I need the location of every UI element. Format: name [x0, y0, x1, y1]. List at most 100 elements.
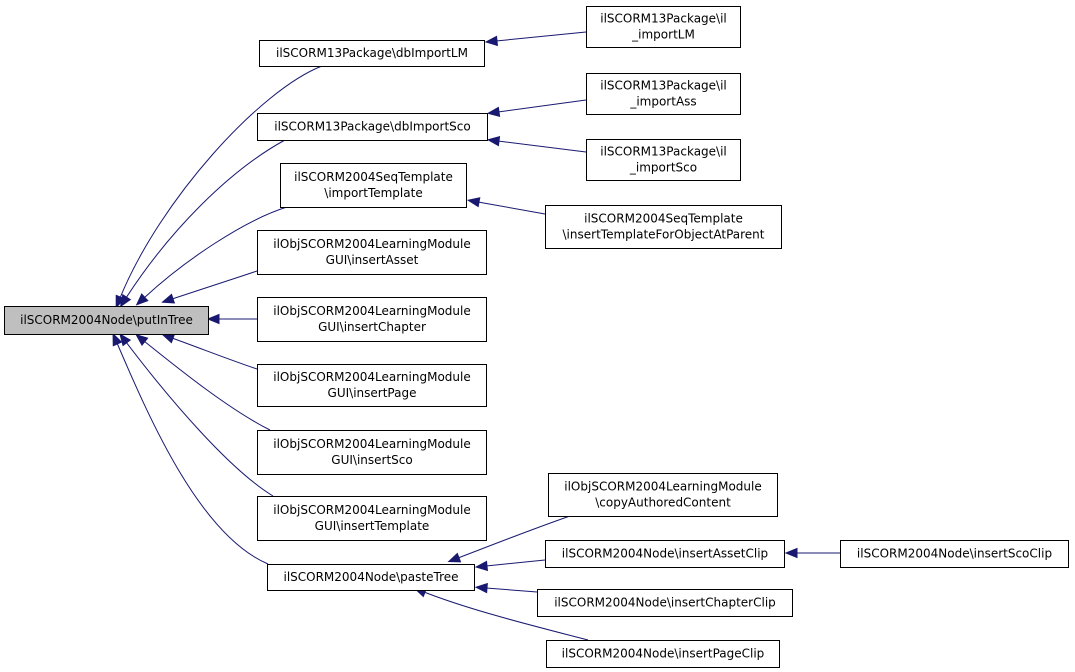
node-label: \copyAuthoredContent — [595, 496, 731, 510]
edge-line — [423, 591, 589, 641]
node-insertSco[interactable]: ilObjSCORM2004LearningModuleGUI\insertSc… — [257, 430, 487, 475]
edge-il_importAss-to-dbImportSco — [486, 99, 587, 117]
node-insertAssetClip[interactable]: ilSCORM2004Node\insertAssetClip — [545, 540, 785, 568]
node-box — [257, 430, 487, 475]
node-putInTree[interactable]: ilSCORM2004Node\putInTree — [4, 306, 209, 335]
node-label: ilSCORM2004Node\putInTree — [20, 313, 193, 327]
node-label: _importAss — [629, 95, 696, 109]
node-box — [545, 205, 782, 249]
node-insertChapterClip[interactable]: ilSCORM2004Node\insertChapterClip — [537, 589, 793, 617]
node-label: GUI\insertPage — [328, 386, 417, 400]
arrowhead — [135, 293, 149, 306]
arrowhead — [447, 552, 462, 563]
node-label: ilSCORM13Package\il — [600, 12, 727, 26]
node-insertPageClip[interactable]: ilSCORM2004Node\insertPageClip — [546, 640, 780, 668]
node-insertAsset[interactable]: ilObjSCORM2004LearningModuleGUI\insertAs… — [257, 230, 487, 275]
edge-pasteTree-to-putInTree — [112, 332, 269, 565]
edge-insertScoClip-to-insertAssetClip — [784, 547, 840, 559]
arrowhead — [112, 332, 123, 347]
node-label: ilSCORM2004Node\insertChapterClip — [554, 596, 776, 610]
node-box — [257, 496, 487, 541]
node-label: GUI\insertTemplate — [315, 519, 430, 533]
edge-line — [485, 559, 546, 567]
node-box — [545, 540, 785, 568]
edge-insertSco-to-putInTree — [135, 333, 271, 431]
node-label: ilSCORM2004Node\insertPageClip — [562, 647, 765, 661]
node-insertTemplate[interactable]: ilObjSCORM2004LearningModuleGUI\insertTe… — [257, 496, 487, 541]
arrowhead — [484, 35, 499, 47]
node-insertChapter[interactable]: ilObjSCORM2004LearningModuleGUI\insertCh… — [257, 297, 487, 342]
edge-line — [457, 515, 571, 559]
node-box — [586, 139, 741, 181]
node-importTemplate[interactable]: ilSCORM2004SeqTemplate \importTemplate — [280, 163, 467, 208]
edge-il_importLM-to-dbImportLM — [484, 31, 587, 47]
edge-insertPage-to-putInTree — [161, 333, 258, 370]
node-label: ilSCORM13Package\dbImportLM — [276, 46, 468, 60]
node-box — [4, 306, 209, 335]
arrowhead — [119, 332, 132, 347]
node-il_importSco[interactable]: ilSCORM13Package\il _importSco — [586, 139, 741, 181]
edge-insertTemplateForObjectAtParent-to-importTemplate — [466, 197, 546, 215]
node-label: ilObjSCORM2004LearningModule — [273, 437, 470, 451]
arrowhead — [206, 313, 220, 325]
node-box — [548, 473, 778, 517]
node-label: ilSCORM2004SeqTemplate — [584, 212, 743, 226]
node-copyAuthoredContent[interactable]: ilObjSCORM2004LearningModule\copyAuthore… — [548, 473, 778, 517]
node-box — [259, 40, 485, 67]
node-label: GUI\insertSco — [331, 453, 412, 467]
arrowhead — [466, 197, 481, 208]
edge-copyAuthoredContent-to-pasteTree — [447, 515, 571, 563]
arrowhead — [119, 293, 132, 308]
node-insertScoClip[interactable]: ilSCORM2004Node\insertScoClip — [840, 540, 1069, 568]
edge-importTemplate-to-putInTree — [135, 206, 288, 306]
edge-line — [125, 341, 274, 497]
node-box — [546, 640, 780, 668]
node-label: ilSCORM2004SeqTemplate — [294, 170, 453, 184]
node-box — [280, 163, 467, 208]
node-label: ilSCORM2004Node\insertAssetClip — [562, 547, 768, 561]
node-label: _importLM — [631, 28, 695, 42]
arrowhead — [161, 293, 176, 304]
edge-line — [485, 587, 538, 593]
node-insertTemplateForObjectAtParent[interactable]: ilSCORM2004SeqTemplate\insertTemplateFor… — [545, 205, 782, 249]
arrowhead — [474, 582, 488, 594]
arrowhead — [135, 333, 149, 347]
edge-insertAsset-to-putInTree — [161, 270, 258, 304]
edge-line — [171, 270, 258, 300]
node-label: ilSCORM13Package\dbImportSco — [274, 120, 470, 134]
node-dbImportSco[interactable]: ilSCORM13Package\dbImportSco — [257, 113, 488, 141]
edge-line — [171, 337, 258, 370]
edge-insertChapterClip-to-pasteTree — [474, 582, 538, 594]
arrowhead — [486, 135, 501, 147]
node-box — [267, 564, 475, 591]
node-box — [257, 113, 488, 141]
node-label: _importSco — [629, 161, 697, 175]
node-box — [840, 540, 1069, 568]
node-label: ilObjSCORM2004LearningModule — [273, 237, 470, 251]
node-pasteTree[interactable]: ilSCORM2004Node\pasteTree — [267, 564, 475, 591]
node-label: ilObjSCORM2004LearningModule — [273, 304, 470, 318]
edge-line — [497, 99, 587, 113]
edge-insertTemplate-to-putInTree — [119, 332, 274, 497]
node-label: GUI\insertChapter — [318, 320, 426, 334]
node-box — [257, 230, 487, 275]
node-label: \importTemplate — [324, 186, 422, 200]
node-label: ilSCORM13Package\il — [600, 145, 727, 159]
node-label: ilSCORM13Package\il — [600, 79, 727, 93]
edge-line — [497, 140, 587, 153]
arrowhead — [784, 547, 798, 559]
node-label: ilObjSCORM2004LearningModule — [273, 503, 470, 517]
edge-il_importSco-to-dbImportSco — [486, 135, 587, 153]
arrowhead — [486, 106, 501, 117]
node-il_importLM[interactable]: ilSCORM13Package\il _importLM — [586, 6, 741, 48]
edge-line — [495, 31, 587, 42]
node-box — [257, 297, 487, 342]
node-label: ilSCORM2004Node\pasteTree — [283, 570, 458, 584]
node-dbImportLM[interactable]: ilSCORM13Package\dbImportLM — [259, 40, 485, 67]
node-label: ilSCORM2004Node\insertScoClip — [857, 547, 1052, 561]
node-insertPage[interactable]: ilObjSCORM2004LearningModuleGUI\insertPa… — [257, 364, 487, 407]
node-il_importAss[interactable]: ilSCORM13Package\il _importAss — [586, 73, 741, 115]
edge-line — [143, 206, 288, 299]
node-box — [537, 589, 793, 617]
